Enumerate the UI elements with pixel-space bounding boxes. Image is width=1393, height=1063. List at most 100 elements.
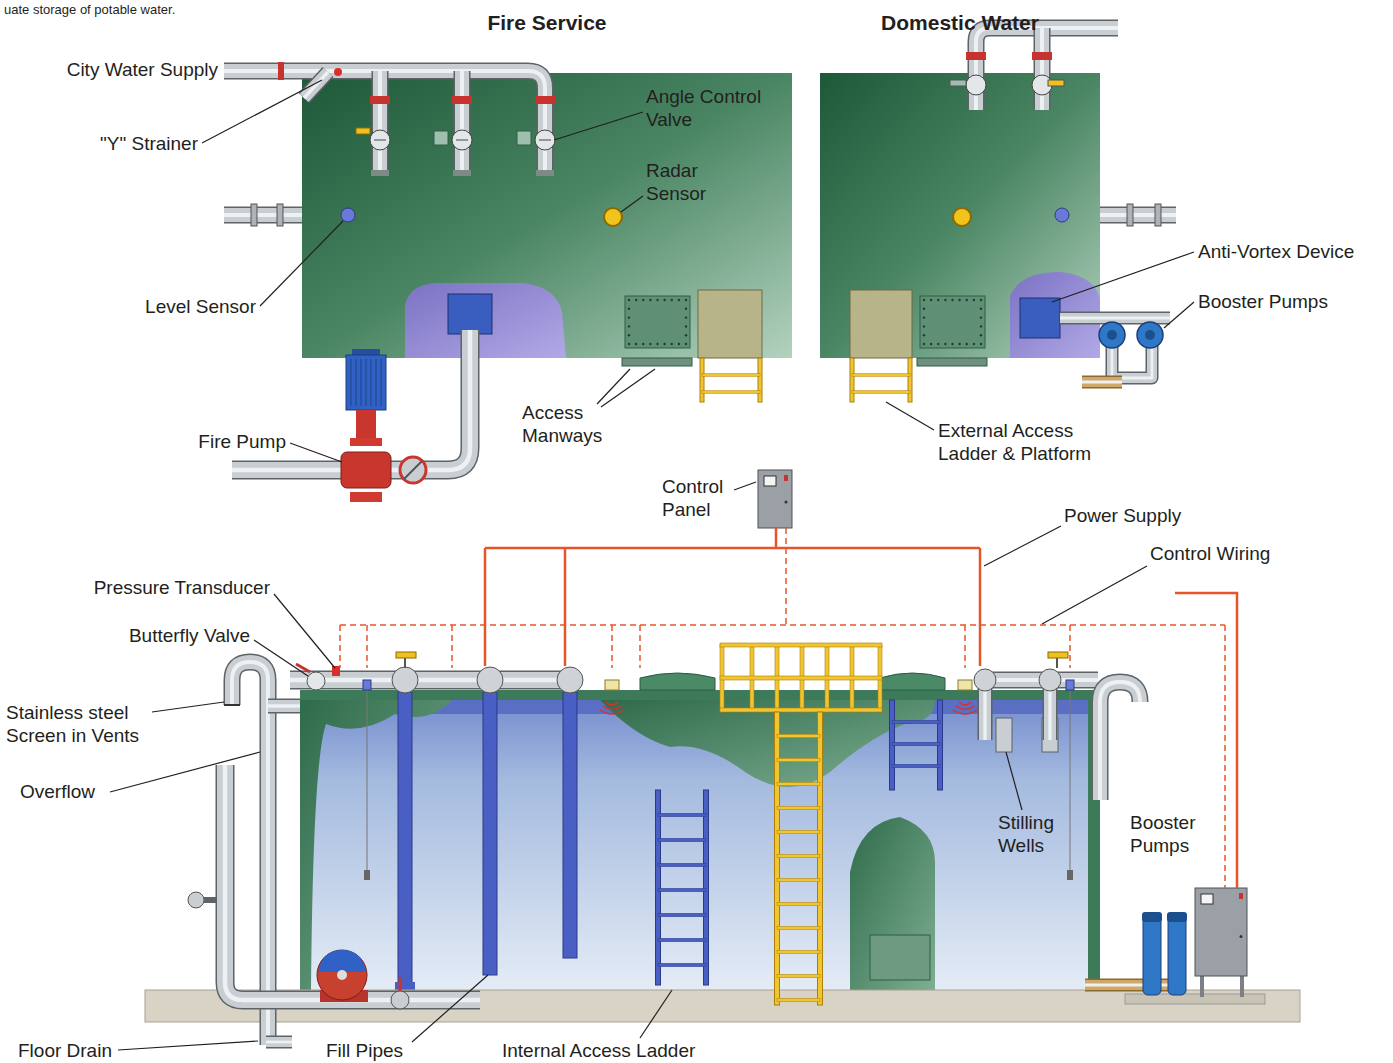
caption-fragment: uate storage of potable water. (4, 2, 244, 18)
tank-internals (892, 720, 940, 723)
equipment (346, 355, 386, 410)
equipment (366, 359, 367, 406)
equipment (1048, 652, 1068, 658)
equipment (188, 52, 1247, 1009)
equipment (341, 452, 391, 488)
pipework (1082, 376, 1122, 389)
wiring (1069, 625, 1071, 668)
equipment (966, 75, 986, 95)
equipment (628, 308, 630, 310)
equipment (453, 170, 471, 176)
equipment (920, 296, 985, 348)
callout-label: Stilling Wells (998, 812, 1088, 858)
tank-internals (658, 913, 706, 916)
access-platform (777, 782, 820, 785)
equipment (956, 706, 974, 710)
equipment (628, 334, 630, 336)
equipment (923, 343, 925, 345)
fire-service-tank (405, 283, 566, 358)
pipework (232, 662, 268, 1045)
pipework (1060, 313, 1170, 323)
equipment (951, 299, 953, 301)
combined-tank (600, 700, 935, 787)
pipework (224, 71, 545, 175)
equipment (399, 978, 402, 991)
callout-label: "Y" Strainer (78, 133, 198, 156)
equipment (980, 299, 982, 301)
domestic-water-tank (820, 73, 1100, 358)
equipment (685, 308, 687, 310)
combined-tank (640, 673, 715, 690)
access-platform (775, 712, 780, 1005)
equipment (204, 897, 217, 903)
leader-lines (734, 482, 756, 490)
wiring (775, 528, 778, 548)
equipment (764, 476, 776, 486)
equipment (604, 208, 622, 226)
equipment (536, 170, 554, 176)
pipework (224, 207, 302, 224)
tank-internals (395, 982, 415, 990)
tank-internals (892, 742, 940, 745)
equipment (332, 666, 340, 676)
equipment (923, 299, 925, 301)
pipework (1100, 682, 1140, 800)
equipment (958, 680, 972, 690)
equipment (1155, 204, 1161, 226)
equipment (966, 299, 968, 301)
equipment (1200, 975, 1204, 997)
equipment (622, 358, 692, 366)
pipework (1035, 28, 1049, 110)
access-platform (720, 643, 882, 647)
equipment (477, 667, 503, 693)
access-platform (777, 734, 820, 737)
pipework (1082, 381, 1122, 384)
callout-label: Level Sensor (110, 296, 256, 319)
equipment (1195, 888, 1247, 976)
equipment (635, 343, 637, 345)
wiring (484, 548, 487, 666)
wiring (340, 528, 1237, 888)
equipment (973, 343, 975, 345)
pipework (290, 678, 578, 682)
pipework (373, 71, 387, 175)
access-platform (777, 926, 820, 929)
pipework (454, 71, 471, 175)
equipment (1201, 894, 1213, 904)
leader-lines (254, 640, 308, 676)
pipework (1040, 28, 1044, 110)
pipework (224, 71, 545, 175)
equipment (1032, 52, 1052, 60)
callout-label: Control Panel (662, 476, 742, 522)
equipment (341, 208, 355, 222)
pipework (1100, 213, 1176, 217)
equipment (1240, 975, 1244, 997)
equipment (944, 299, 946, 301)
equipment (700, 358, 704, 402)
access-platform (777, 758, 820, 761)
pipework (224, 28, 1176, 1045)
pipework (976, 28, 1118, 110)
wiring (485, 547, 980, 550)
equipment (1142, 912, 1162, 922)
tank-internals (658, 963, 706, 966)
equipment (1048, 80, 1064, 86)
callout-label: Radar Sensor (646, 160, 736, 206)
equipment (188, 892, 204, 908)
equipment (685, 343, 687, 345)
leader-lines (621, 196, 643, 212)
equipment (785, 500, 788, 503)
equipment (678, 343, 680, 345)
callout-label: Pressure Transducer (50, 577, 270, 600)
equipment (758, 470, 792, 528)
pipework (1034, 28, 1051, 110)
pipework (232, 662, 268, 1045)
equipment (980, 316, 982, 318)
equipment (649, 299, 651, 301)
access-platform (720, 643, 882, 1005)
wiring (1224, 625, 1226, 888)
equipment (758, 358, 762, 402)
tank-internals (1070, 690, 1071, 870)
callout-label: City Water Supply (36, 59, 218, 82)
tank-internals (996, 718, 1012, 752)
